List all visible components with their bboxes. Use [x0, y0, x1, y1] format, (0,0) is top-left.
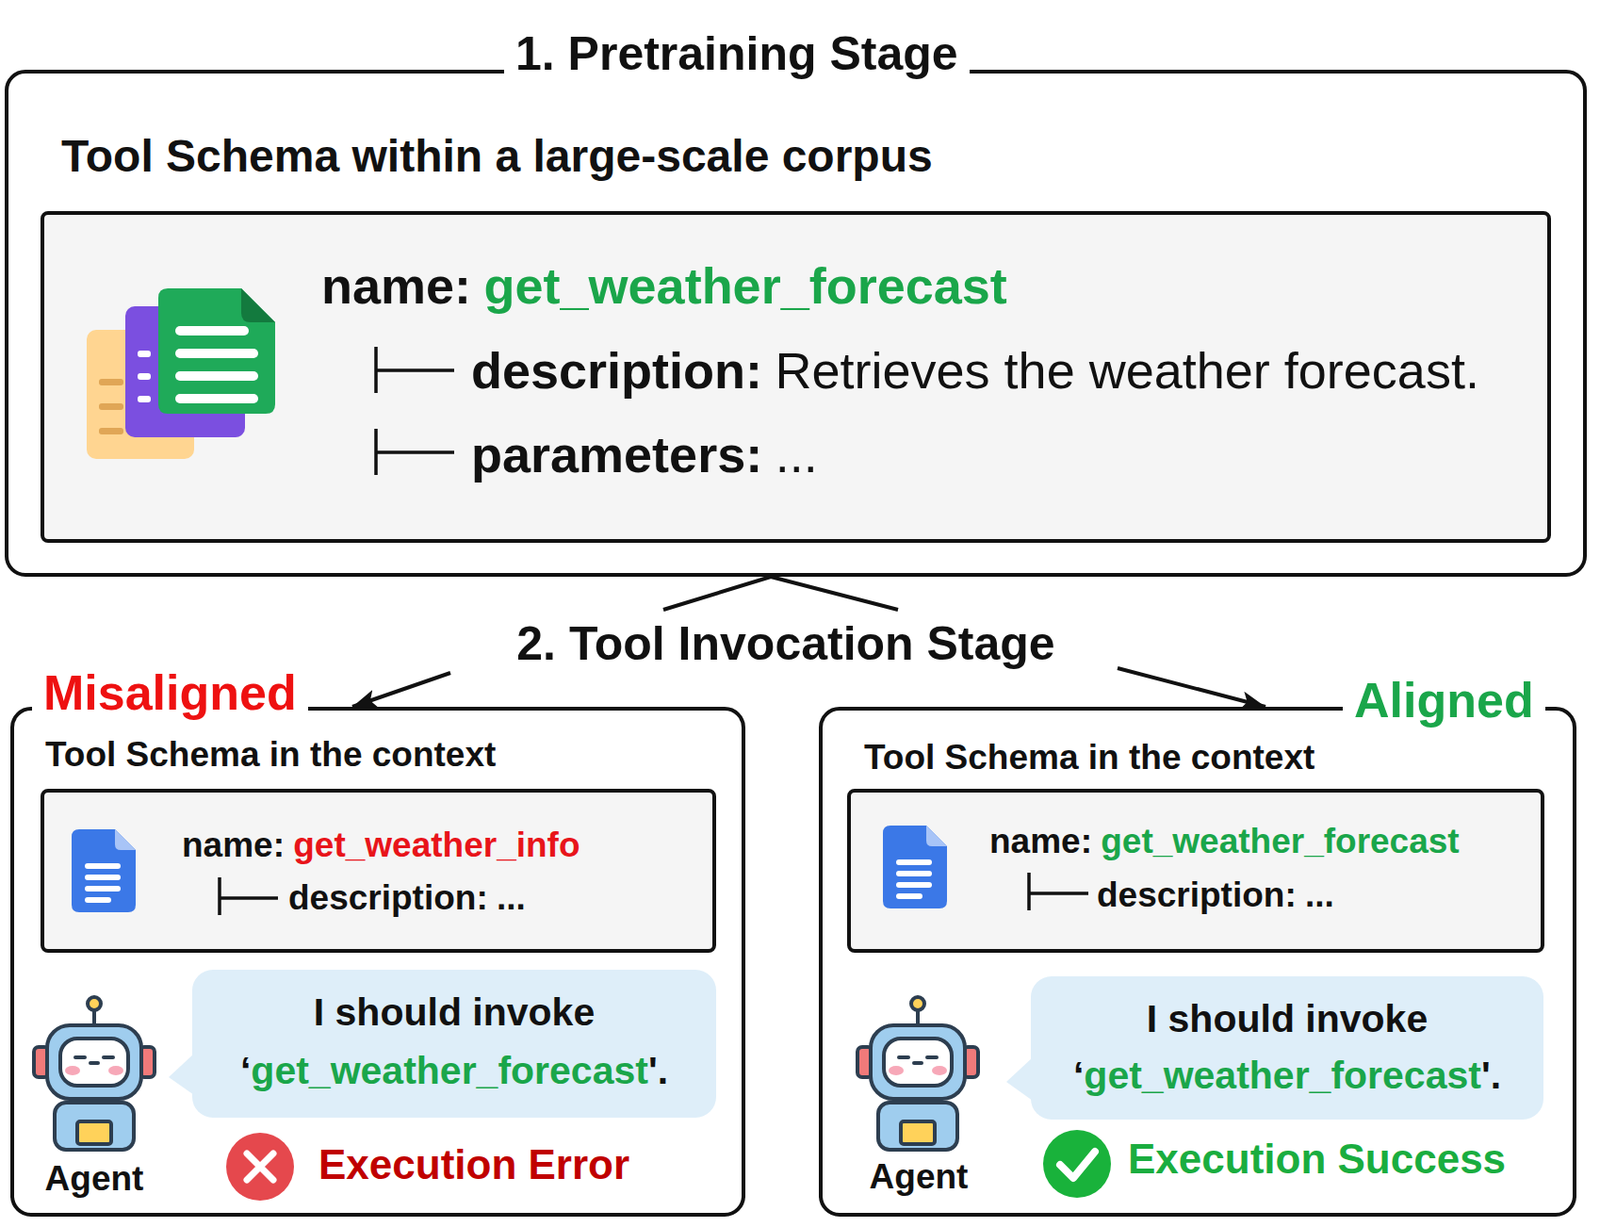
- schema-box: name:get_weather_forecast description:Ret…: [40, 211, 1552, 543]
- misaligned-box: MisalignedTool Schema in the contextname…: [10, 706, 746, 1217]
- text-label: '.: [648, 1048, 669, 1093]
- text-label: Agent: [869, 1157, 969, 1198]
- text-label: ‘: [1073, 1053, 1084, 1097]
- text-label: get_weather_forecast: [1100, 821, 1459, 861]
- text-label: get_weather_forecast: [250, 1048, 649, 1093]
- schema-box: name:get_weather_forecast description:...: [847, 788, 1545, 953]
- text-label: ...: [1305, 875, 1335, 915]
- text-label: 1. Pretraining Stage: [504, 27, 970, 81]
- speech-bubble: I should invoke ‘get_weather_forecast'.: [192, 969, 717, 1118]
- text-label: get_weather_forecast: [484, 257, 1008, 314]
- speech-bubble: I should invoke ‘get_weather_forecast'.: [1030, 976, 1544, 1120]
- text-label: Execution Success: [1127, 1135, 1506, 1184]
- text-label: Agent: [45, 1159, 145, 1200]
- text-label: name:: [989, 821, 1093, 861]
- text-label: Misaligned: [32, 665, 309, 720]
- text-label: Aligned: [1342, 672, 1546, 728]
- text-label: ‘: [240, 1048, 251, 1093]
- text-label: name:: [181, 825, 285, 865]
- text-label: Tool Schema in the context: [45, 734, 496, 774]
- text-label: description:: [471, 342, 763, 399]
- text-label: ...: [496, 878, 526, 917]
- text-label: I should invoke: [1146, 996, 1428, 1041]
- text-label: Execution Error: [318, 1141, 630, 1190]
- text-label: Retrieves the weather forecast.: [775, 342, 1480, 399]
- stage-box: 1. Pretraining StageTool Schema within a…: [4, 69, 1587, 577]
- text-label: 2. Tool Invocation Stage: [516, 617, 1055, 672]
- text-label: '.: [1481, 1053, 1502, 1097]
- text-label: Tool Schema within a large-scale corpus: [61, 130, 933, 181]
- text-label: Tool Schema in the context: [864, 737, 1315, 777]
- text-label: description:: [1096, 875, 1297, 915]
- schema-box: name:get_weather_info description:...: [40, 788, 717, 953]
- text-label: name:: [321, 257, 472, 314]
- text-label: get_weather_forecast: [1083, 1053, 1482, 1097]
- text-label: get_weather_info: [293, 825, 580, 865]
- text-label: I should invoke: [313, 990, 595, 1034]
- text-label: parameters:: [471, 425, 763, 483]
- text-label: description:: [288, 878, 489, 917]
- text-label: ...: [775, 425, 818, 483]
